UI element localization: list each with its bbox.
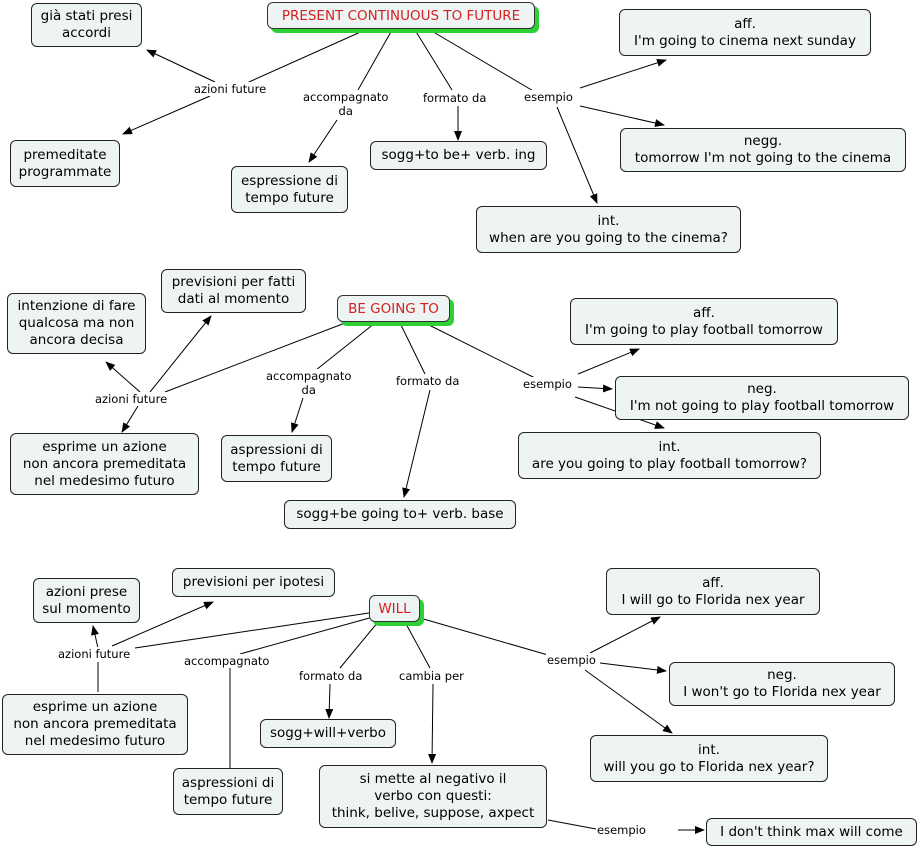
link-label-accompagnato: accompagnato da [302,90,390,118]
node-previsioni-ipotesi[interactable]: previsioni per ipotesi [172,568,335,597]
node-example-aff[interactable]: aff. I'm going to play football tomorrow [570,298,838,345]
link-label-cambia: cambia per [398,669,465,683]
root-will[interactable]: WILL [369,595,420,622]
node-esprime-azione[interactable]: esprime un azione non ancora premeditata… [10,433,199,495]
link-label-azioni-future: azioni future [57,647,132,661]
node-azioni-prese[interactable]: azioni prese sul momento [33,578,140,623]
link-label-accompagnato: accompagnato da [265,369,353,397]
link-label-formato: formato da [395,374,461,388]
link-label-formato: formato da [298,669,364,683]
link-label-esempio: esempio [522,377,573,391]
node-espressione-tempo[interactable]: espressione di tempo future [231,166,348,213]
node-intenzione[interactable]: intenzione di fare qualcosa ma non ancor… [7,293,146,354]
node-negativo-verbi[interactable]: si mette al negativo il verbo con questi… [319,765,547,828]
node-previsioni-fatti[interactable]: previsioni per fatti dati al momento [161,269,306,313]
root-be-going-to[interactable]: BE GOING TO [337,295,450,322]
node-sogg-to-be[interactable]: sogg+to be+ verb. ing [370,141,547,170]
node-example-neg[interactable]: neg. I won't go to Florida nex year [669,662,895,706]
link-label-esempio: esempio [523,90,574,104]
node-dont-think[interactable]: I don't think max will come [706,818,917,846]
node-premeditate[interactable]: premeditate programmate [10,140,120,187]
node-example-neg[interactable]: negg. tomorrow I'm not going to the cine… [620,128,906,172]
node-example-aff[interactable]: aff. I will go to Florida nex year [606,568,820,615]
link-label-esempio: esempio [546,653,597,667]
link-label-formato: formato da [422,91,488,105]
node-example-int[interactable]: int. when are you going to the cinema? [476,206,741,253]
node-esprime-azione[interactable]: esprime un azione non ancora premeditata… [2,694,188,755]
link-label-esempio-2: esempio [596,823,647,837]
node-example-aff[interactable]: aff. I'm going to cinema next sunday [619,9,871,56]
root-present-continuous[interactable]: PRESENT CONTINUOUS TO FUTURE [267,2,535,29]
node-sogg-will[interactable]: sogg+will+verbo [260,719,396,748]
link-label-accompagnato: accompagnato [183,654,271,668]
node-example-neg[interactable]: neg. I'm not going to play football tomo… [615,376,909,420]
link-label-azioni-future: azioni future [193,82,268,96]
node-sogg-be-going[interactable]: sogg+be going to+ verb. base [284,500,516,529]
node-example-int[interactable]: int. will you go to Florida nex year? [590,735,828,782]
node-aspressioni-tempo[interactable]: aspressioni di tempo future [221,435,332,482]
link-label-azioni-future: azioni future [94,392,169,406]
node-aspressioni-tempo[interactable]: aspressioni di tempo future [173,768,283,815]
node-gia-stati-presi[interactable]: già stati presi accordi [31,3,142,47]
node-example-int[interactable]: int. are you going to play football tomo… [518,432,821,479]
